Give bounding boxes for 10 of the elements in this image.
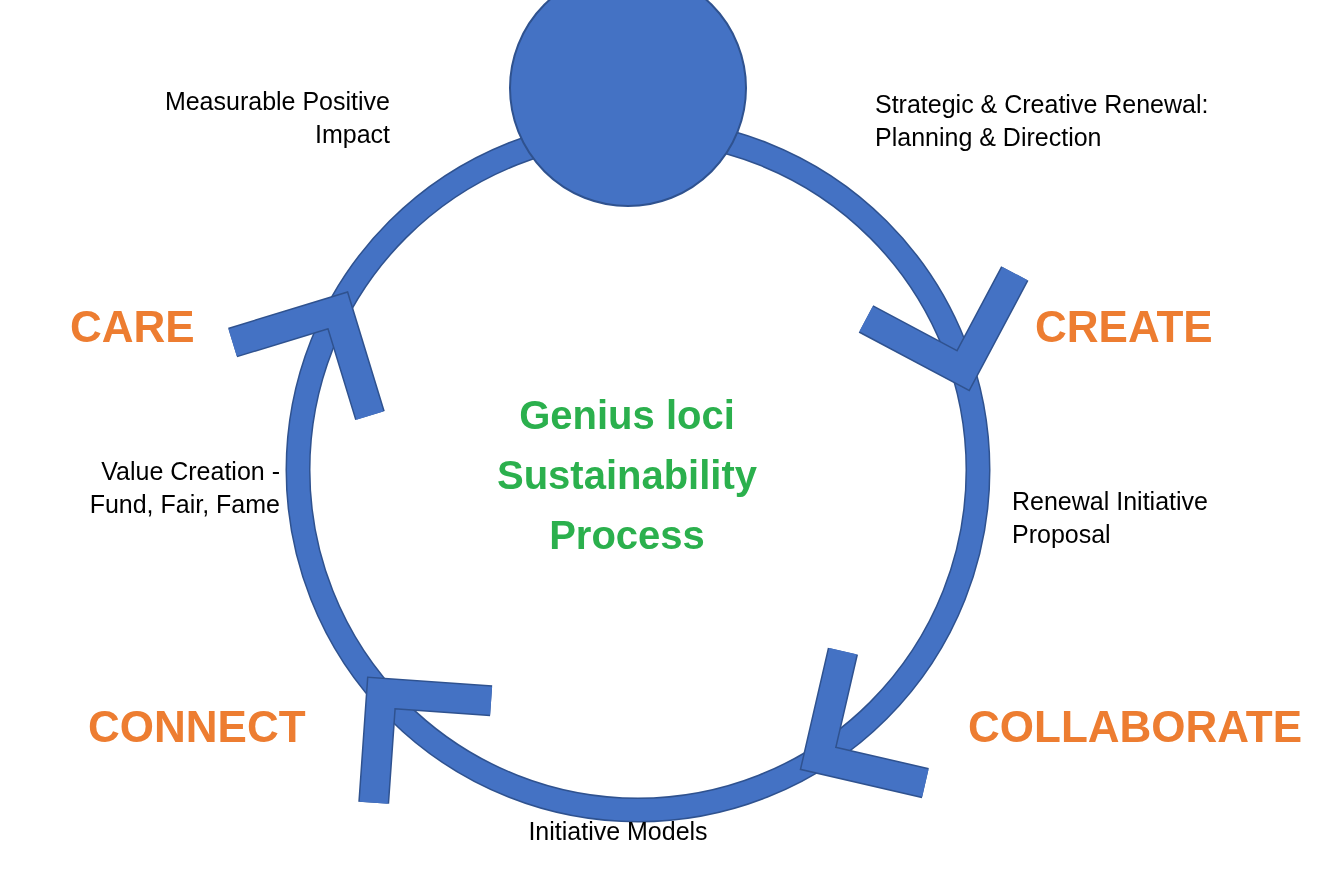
- step-label: Initiative Models: [527, 816, 709, 847]
- step-label: Value Creation - Fund, Fair, Fame: [88, 456, 280, 520]
- phase-label: CONNECT: [88, 703, 306, 752]
- step-label: Strategic & Creative Renewal: Planning & Direction: [875, 89, 1210, 153]
- phase-label: CREATE: [1035, 303, 1213, 352]
- diagram-title: Genius loci Sustainability Process: [495, 392, 759, 559]
- step-label: Renewal Initiative Proposal: [1012, 486, 1209, 550]
- phase-label: COLLABORATE: [968, 703, 1303, 752]
- step-label: Measurable Positive Impact: [163, 86, 390, 150]
- phase-label: CARE: [70, 303, 195, 352]
